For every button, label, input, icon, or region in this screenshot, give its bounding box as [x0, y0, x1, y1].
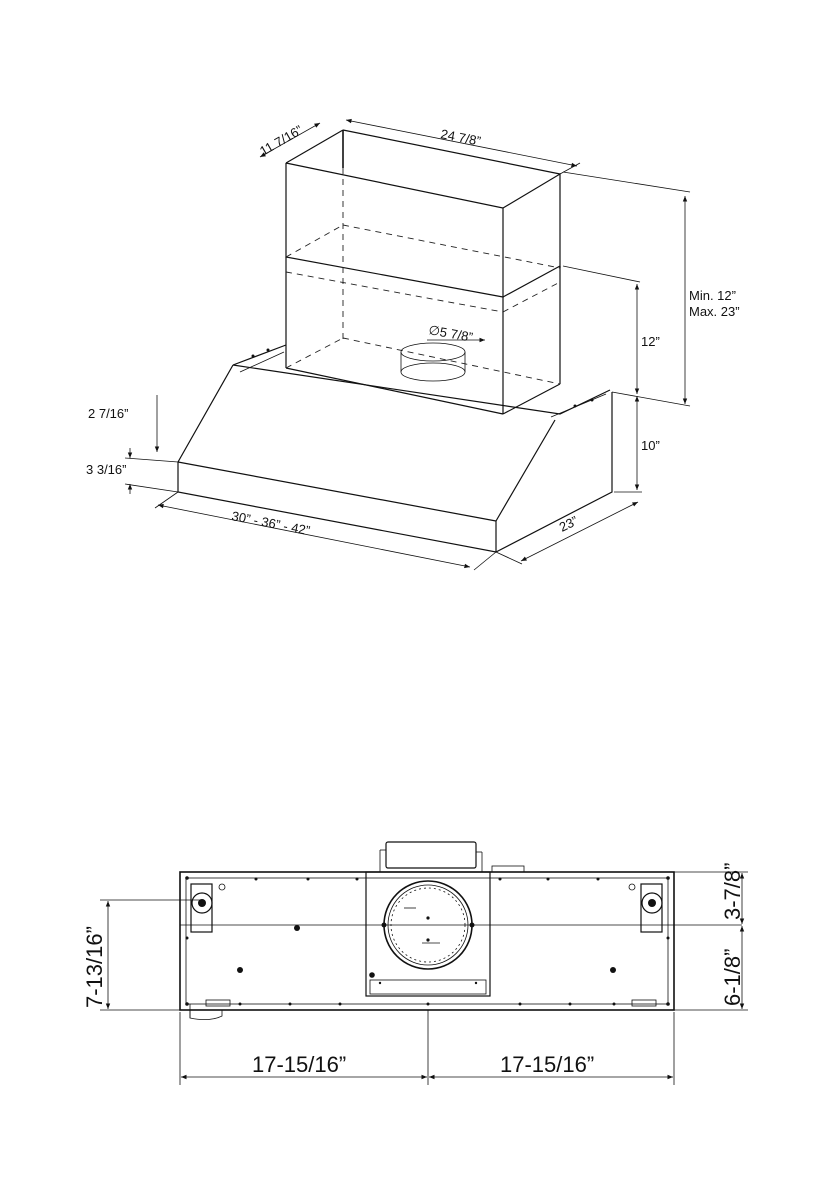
dim-chimney-min: Min. 12”	[689, 288, 736, 303]
dim-duct-diameter: ∅5 7/8”	[427, 322, 474, 345]
dim-depth: 23”	[557, 513, 580, 535]
lower-chimney	[286, 257, 560, 414]
bottom-view: 17-15/16” 17-15/16” 7-13/16” 3-7/8” 6-1/…	[82, 842, 748, 1085]
dim-left-side: 7-13/16”	[82, 926, 107, 1008]
dim-left-half: 17-15/16”	[252, 1052, 346, 1077]
dim-chimney-depth: 11 7/16”	[257, 122, 305, 158]
dim-right-upper: 3-7/8”	[720, 863, 745, 920]
perspective-view: 11 7/16” 24 7/8” ∅5 7/8” Min. 12” Max. 2…	[86, 120, 740, 570]
dim-front-upper: 2 7/16”	[88, 406, 128, 421]
dim-chimney-max: Max. 23”	[689, 304, 740, 319]
dim-right-lower: 6-1/8”	[720, 949, 745, 1006]
blower-housing	[380, 842, 524, 872]
dim-front-band: 3 3/16”	[86, 462, 126, 477]
dim-hood-height: 10”	[641, 438, 660, 453]
dim-lower-chimney: 12”	[641, 334, 660, 349]
dim-widths: 30” - 36” - 42”	[230, 508, 311, 538]
duct-collar	[401, 340, 485, 381]
dim-chimney-width: 24 7/8”	[439, 126, 482, 148]
upper-chimney	[286, 130, 560, 300]
perspective-dimension-lines	[125, 120, 690, 570]
blower-panel	[366, 872, 490, 996]
dim-right-half: 17-15/16”	[500, 1052, 594, 1077]
